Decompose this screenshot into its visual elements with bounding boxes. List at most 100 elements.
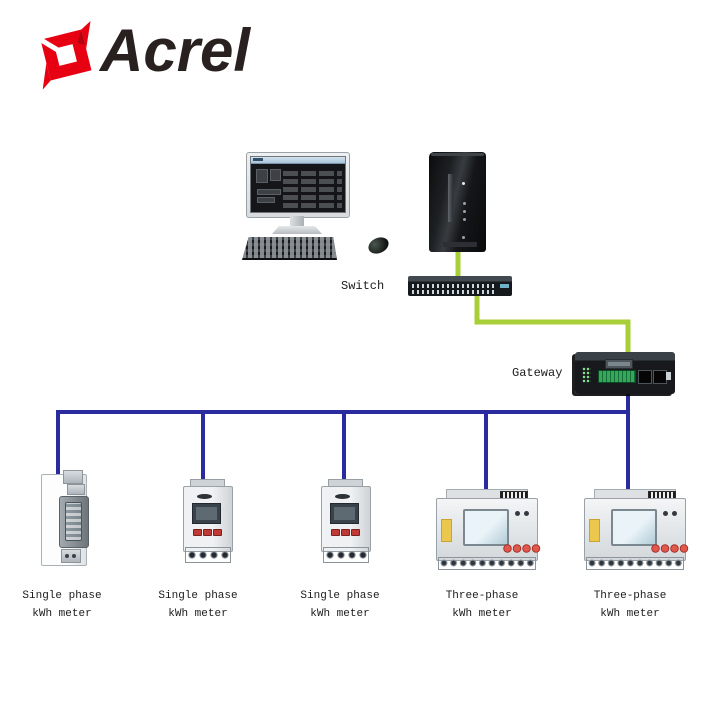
- monitor-screen: [250, 156, 346, 213]
- meter-register-window: [65, 502, 82, 541]
- tower-port-dot: [463, 210, 466, 213]
- tower-port-dot: [462, 236, 465, 239]
- three-phase-meter-2: [584, 489, 689, 570]
- meter-caption-line2: kWh meter: [32, 608, 92, 620]
- meter-body: [436, 498, 541, 561]
- meter-body: [321, 486, 371, 552]
- meter-lcd: [330, 503, 359, 524]
- software-panel: [257, 189, 281, 195]
- meter-button: [515, 511, 520, 516]
- pc-tower: [429, 152, 486, 252]
- meter-caption-line2: kWh meter: [452, 608, 512, 620]
- meter-indicator: [197, 494, 212, 499]
- switch-port-row: [412, 290, 496, 294]
- monitor: [246, 152, 350, 218]
- meter-caption-line2: kWh meter: [168, 608, 228, 620]
- meter-button: [331, 529, 340, 536]
- gateway-ethernet-port: [638, 370, 652, 384]
- logo-tail-bottom-left: [42, 62, 51, 90]
- keyboard: [242, 237, 337, 260]
- switch-brand-tag: [500, 284, 509, 288]
- meter-display-module: [59, 496, 89, 548]
- switch-port-row: [412, 284, 496, 288]
- single-phase-meter-3: [319, 479, 373, 565]
- tower-power-button: [462, 182, 465, 185]
- software-panel: [270, 169, 281, 181]
- logo-fold-top-right: [81, 21, 91, 49]
- terminal-screw: [65, 554, 69, 558]
- meter-button: [341, 529, 350, 536]
- gateway-led-indicators: [582, 367, 591, 383]
- meter-terminal-row: [586, 557, 684, 570]
- meter-terminal-row: [438, 557, 536, 570]
- gateway-usb-port: [666, 372, 671, 380]
- meter-top-terminal: [63, 470, 83, 484]
- tower-port-dot: [463, 202, 466, 205]
- meter-caption-line1: Single phase: [158, 590, 238, 602]
- meter-caption-line1: Single phase: [300, 590, 380, 602]
- software-titlebar: [251, 157, 345, 164]
- meter-lcd: [611, 509, 657, 546]
- meter-caption-1: Single phase kWh meter: [0, 587, 132, 623]
- gateway-ethernet-port: [653, 370, 667, 384]
- ethernet-switch: [408, 276, 512, 296]
- tower-top-edge: [431, 153, 484, 156]
- gateway-terminal-block: [598, 370, 636, 383]
- meter-lcd-screen: [196, 507, 217, 520]
- meter-button: [193, 529, 202, 536]
- software-panel: [257, 197, 275, 203]
- meter-caption-2: Single phase kWh meter: [128, 587, 268, 623]
- three-phase-meter-1: [436, 489, 541, 570]
- ethernet-cable-switch-to-gateway: [474, 290, 631, 362]
- meter-caption-line1: Single phase: [22, 590, 102, 602]
- meter-button: [203, 529, 212, 536]
- meter-lcd-screen: [334, 507, 355, 520]
- meter-caption-4: Three-phase kWh meter: [412, 587, 552, 623]
- switch-label: Switch: [341, 279, 385, 293]
- terminal-screw: [72, 554, 76, 558]
- monitor-stand-neck: [290, 216, 304, 227]
- meter-button: [524, 511, 529, 516]
- tower-drive-bay: [448, 174, 453, 222]
- meter-bottom-terminal: [61, 549, 81, 563]
- meter-lcd: [463, 509, 509, 546]
- meter-body: [183, 486, 233, 552]
- gateway-display: [605, 359, 633, 369]
- gateway-device: [575, 352, 675, 394]
- monitor-stand-base: [272, 226, 322, 234]
- meter-button: [663, 511, 668, 516]
- meter-terminal-row: [185, 547, 231, 563]
- meter-indicator: [335, 494, 350, 499]
- meter-body: [584, 498, 689, 561]
- meter-button: [213, 529, 222, 536]
- gateway-label: Gateway: [512, 366, 563, 380]
- meter-red-terminal-caps: [503, 544, 541, 553]
- meter-lcd: [192, 503, 221, 524]
- acrel-logo-text: Acrel: [100, 17, 251, 84]
- meter-button: [351, 529, 360, 536]
- meter-red-terminal-caps: [651, 544, 689, 553]
- tower-vent: [443, 242, 477, 247]
- acrel-logo-icon: [34, 21, 92, 90]
- single-phase-meter-1: [36, 470, 100, 568]
- meter-side-label: [441, 519, 452, 542]
- meter-side-label: [589, 519, 600, 542]
- software-panel: [256, 169, 268, 183]
- meter-terminal-row: [323, 547, 369, 563]
- logo-fold-shadow: [77, 29, 86, 46]
- single-phase-meter-2: [181, 479, 235, 565]
- meter-button: [672, 511, 677, 516]
- meter-caption-line1: Three-phase: [445, 590, 519, 602]
- acrel-logo: Acrel: [0, 0, 340, 100]
- tower-port-dot: [463, 218, 466, 221]
- gateway-display-screen: [608, 362, 630, 366]
- meter-caption-line1: Three-phase: [593, 590, 667, 602]
- software-title-text: [253, 158, 263, 161]
- meter-caption-3: Single phase kWh meter: [270, 587, 410, 623]
- logo-notch: [34, 34, 64, 55]
- meter-caption-line2: kWh meter: [600, 608, 660, 620]
- software-button-grid: [282, 168, 342, 208]
- meter-caption-5: Three-phase kWh meter: [560, 587, 700, 623]
